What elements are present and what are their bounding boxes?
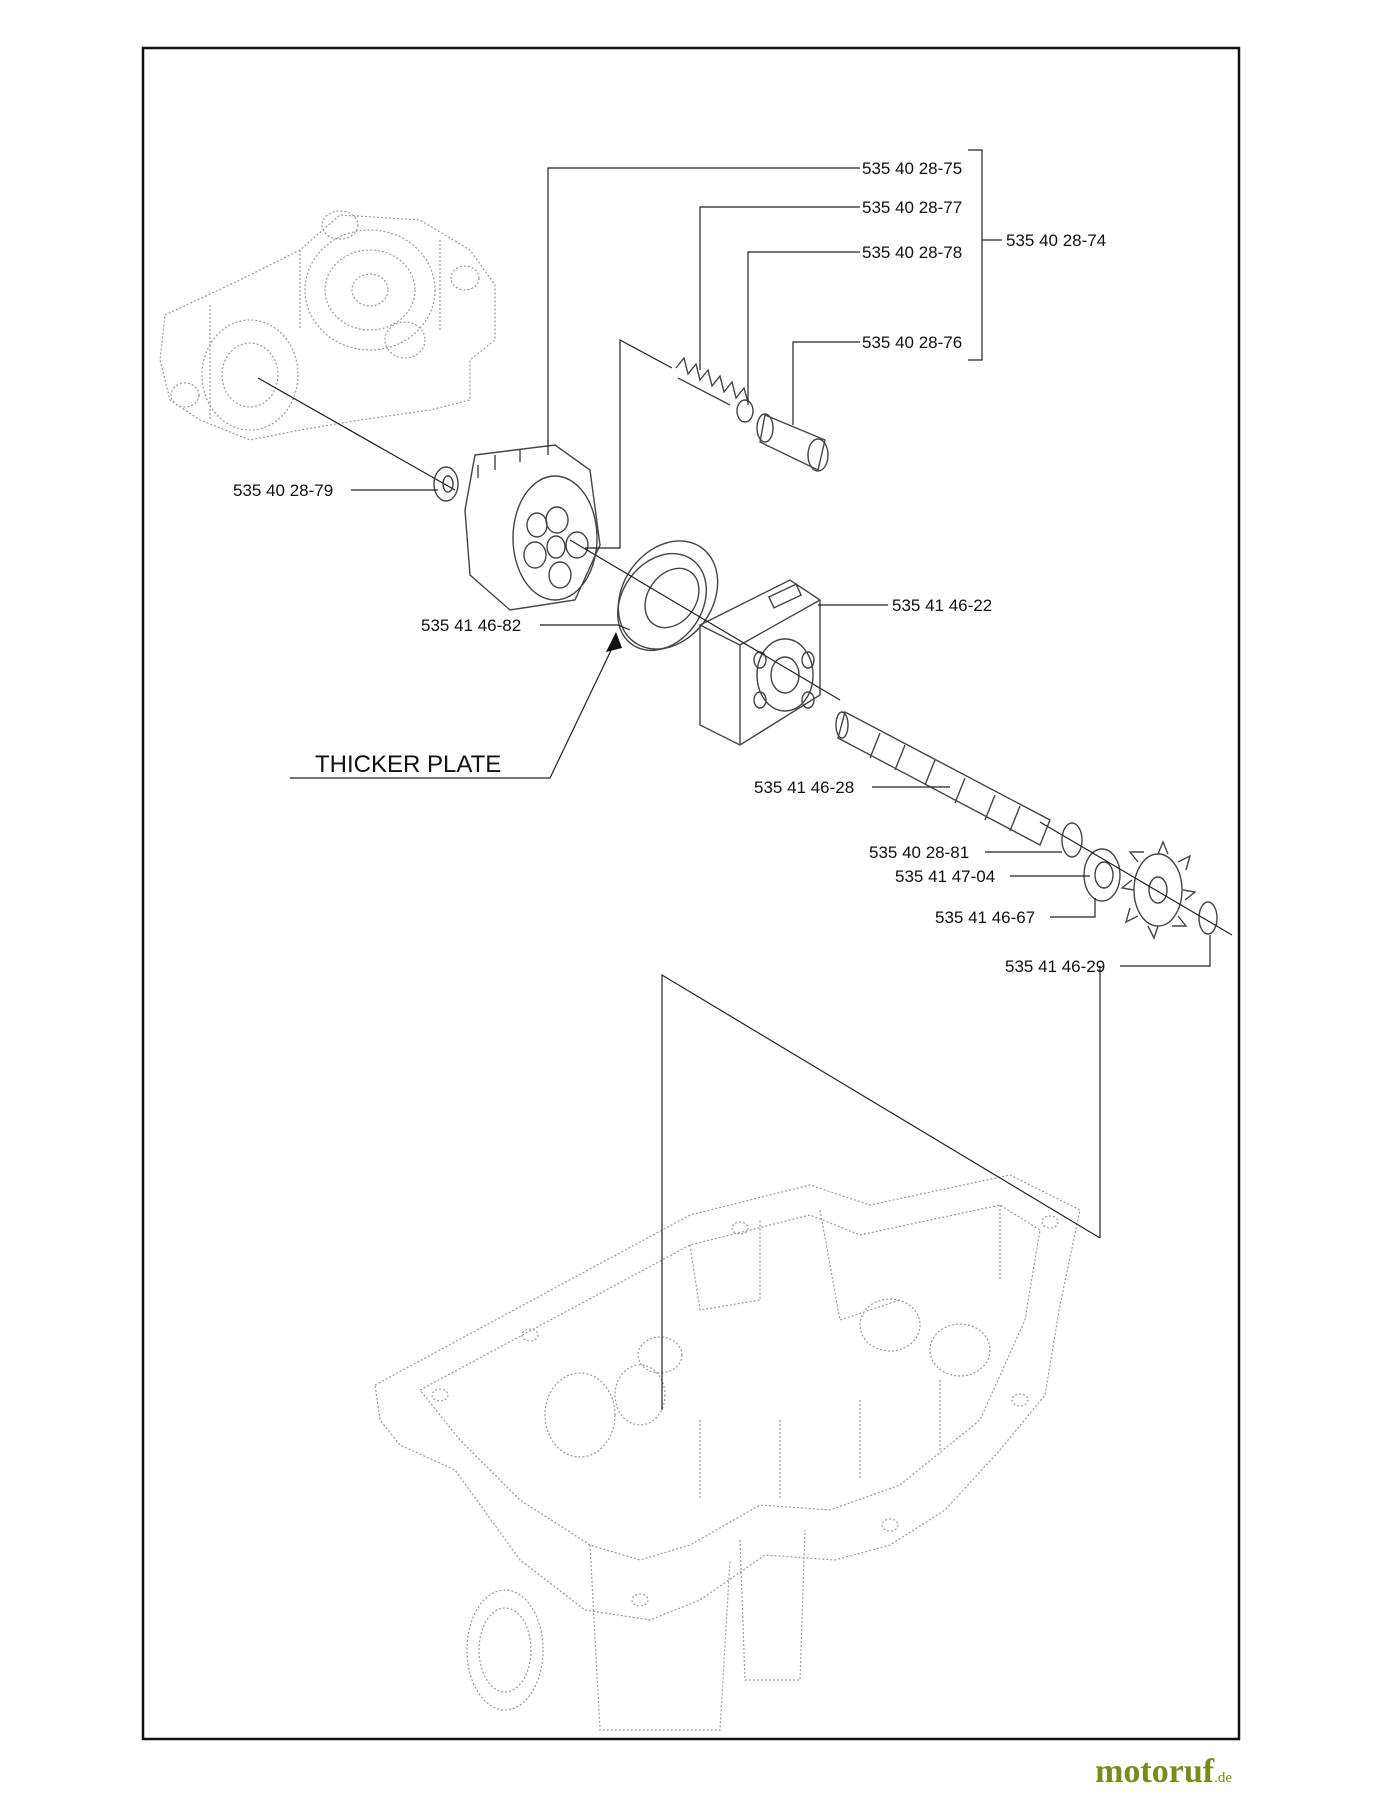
retaining-ring-small-drawing xyxy=(736,399,754,423)
pack-axis-line xyxy=(569,539,841,701)
spur-gear-drawing xyxy=(1120,840,1197,940)
clip-drawing xyxy=(1198,901,1218,935)
callout-535402879: 535 40 28-79 xyxy=(233,481,333,500)
callout-535414628: 535 41 46-28 xyxy=(754,778,854,797)
callout-535414667: 535 41 46-67 xyxy=(935,908,1035,927)
center-section-drawing xyxy=(699,579,821,746)
thicker-plate-note: THICKER PLATE xyxy=(315,751,501,778)
callout-535414704: 535 41 47-04 xyxy=(895,867,995,886)
callout-535414629: 535 41 46-29 xyxy=(1005,957,1105,976)
page-frame xyxy=(141,46,1241,1741)
motoruf-watermark: motoruf.de xyxy=(1095,1753,1232,1790)
motor-shaft-drawing xyxy=(835,710,1051,846)
callout-535402876: 535 40 28-76 xyxy=(862,333,962,352)
callout-535402878: 535 40 28-78 xyxy=(862,243,962,262)
leader-lines xyxy=(290,149,1211,1238)
callout-535402875: 535 40 28-75 xyxy=(862,159,962,178)
gear-axis-line xyxy=(1039,821,1233,936)
upper-axis-line xyxy=(257,377,456,491)
snap-ring-drawing xyxy=(1061,822,1083,858)
lower-assembly-lines xyxy=(661,973,1101,1410)
cylinder-block-drawing xyxy=(464,444,601,611)
callout-535402881: 535 40 28-81 xyxy=(869,843,969,862)
callout-535414682: 535 41 46-82 xyxy=(421,616,521,635)
callout-535414622: 535 41 46-22 xyxy=(892,596,992,615)
bearing-drawing xyxy=(1083,848,1121,902)
piston-drawing xyxy=(756,413,829,472)
lower-housing-drawing xyxy=(374,1174,1081,1731)
callout-535402874: 535 40 28-74 xyxy=(1006,231,1106,250)
piston-spring-drawing xyxy=(675,356,749,406)
callout-535402877: 535 40 28-77 xyxy=(862,198,962,217)
upper-housing-drawing xyxy=(159,210,496,441)
thrust-washer-drawing xyxy=(433,466,459,502)
